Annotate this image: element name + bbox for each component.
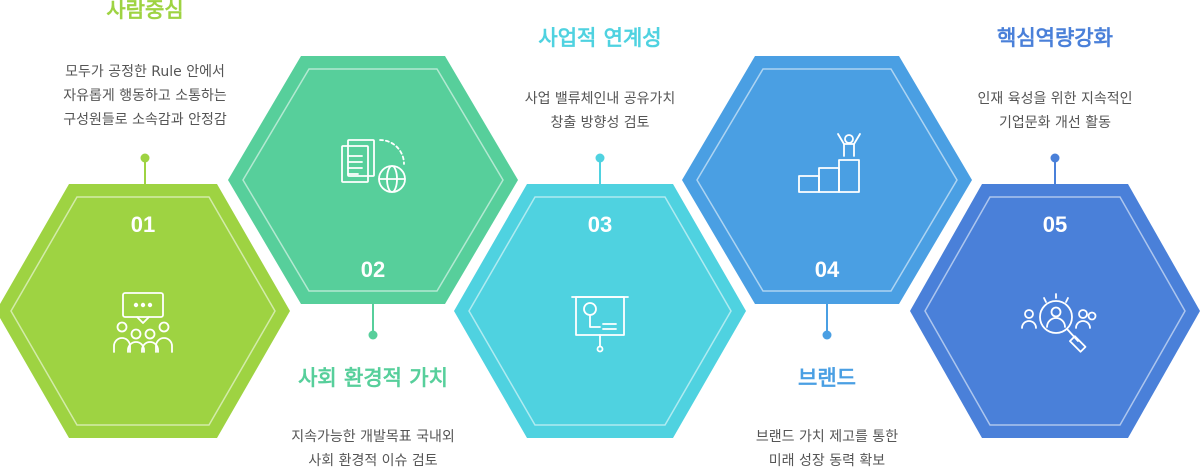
hexagon-01 [0, 184, 290, 438]
step-number-04: 04 [815, 257, 840, 282]
connector-dot-01 [140, 153, 150, 163]
step-05-description: 인재 육성을 위한 지속적인 기업문화 개선 활동 [930, 87, 1180, 135]
people-chat-icon [113, 292, 173, 353]
connector-dot-02 [368, 330, 378, 340]
step-02-description: 지속가능한 개발목표 국내외 사회 환경적 이슈 검토 [248, 425, 498, 473]
connector-dot-05 [1050, 153, 1060, 163]
step-number-01: 01 [131, 212, 155, 237]
step-01-group: 01 [0, 153, 290, 438]
step-05-desc-line-1: 인재 육성을 위한 지속적인 [977, 91, 1133, 107]
step-04-desc-line-2: 미래 성장 동력 확보 [768, 453, 886, 469]
step-01-desc-line-2: 자유롭게 행동하고 소통하는 [63, 88, 227, 104]
hexagon-04-inner-outline [696, 68, 958, 292]
step-04-group: 04 [682, 56, 972, 340]
step-04-title: 브랜드 [798, 366, 856, 390]
step-02-desc-line-1: 지속가능한 개발목표 국내외 [291, 429, 455, 445]
hexagon-01-inner-outline [10, 196, 276, 426]
talent-search-icon [1021, 293, 1097, 353]
presentation-board-icon [571, 296, 629, 353]
step-03-group: 03 [454, 153, 746, 438]
step-number-05: 05 [1043, 212, 1067, 237]
step-04-desc-line-1: 브랜드 가치 제고를 통한 [755, 429, 899, 445]
podium-winner-icon [798, 133, 861, 193]
step-05-group: 05 [910, 153, 1200, 438]
step-02-group: 02 [228, 56, 518, 340]
step-number-02: 02 [361, 257, 385, 282]
step-01-title: 사람중심 [106, 0, 184, 22]
hexagon-03 [454, 184, 746, 438]
step-02-desc-line-2: 사회 환경적 이슈 검토 [308, 453, 438, 469]
step-01-description: 모두가 공정한 Rule 안에서 자유롭게 행동하고 소통하는 구성원들로 소속… [20, 60, 270, 132]
documents-globe-icon [341, 139, 406, 193]
step-05-title: 핵심역량강화 [997, 26, 1113, 50]
step-01-desc-line-1: 모두가 공정한 Rule 안에서 [65, 64, 225, 80]
step-number-03: 03 [588, 212, 612, 237]
hexagon-05 [910, 184, 1200, 438]
hexagon-04 [682, 56, 972, 304]
connector-dot-03 [595, 153, 605, 163]
hexagon-02 [228, 56, 518, 304]
hexagon-03-inner-outline [468, 196, 732, 426]
hexagon-02-inner-outline [242, 68, 504, 292]
step-03-desc-line-1: 사업 밸류체인내 공유가치 [524, 91, 676, 107]
step-05-desc-line-2: 기업문화 개선 활동 [999, 115, 1111, 131]
connector-dot-04 [822, 330, 832, 340]
step-04-description: 브랜드 가치 제고를 통한 미래 성장 동력 확보 [702, 425, 952, 473]
step-01-desc-line-3: 구성원들로 소속감과 안정감 [63, 112, 227, 128]
hexagon-05-inner-outline [924, 196, 1186, 426]
step-03-title: 사업적 연계성 [538, 26, 662, 50]
step-03-desc-line-2: 창출 방향성 검토 [550, 115, 650, 131]
step-02-title: 사회 환경적 가치 [298, 366, 448, 390]
step-03-description: 사업 밸류체인내 공유가치 창출 방향성 검토 [475, 87, 725, 135]
